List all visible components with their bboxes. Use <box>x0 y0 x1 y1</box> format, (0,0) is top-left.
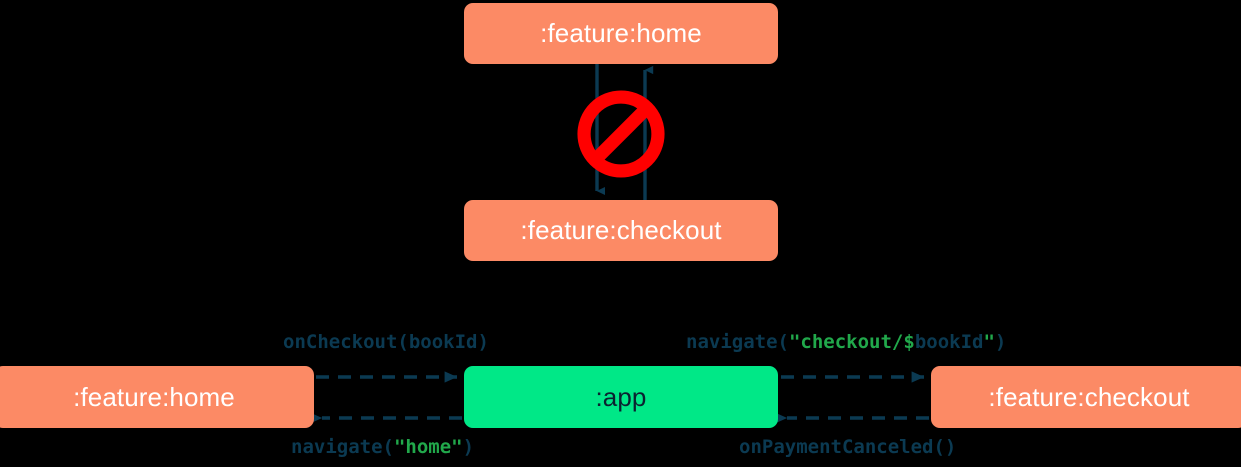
code-token-paren: ) <box>994 331 1007 353</box>
node-bottom-feature-checkout[interactable]: :feature:checkout <box>931 366 1241 428</box>
code-token-paren: ( <box>397 331 409 353</box>
node-top-feature-home[interactable]: :feature:home <box>464 3 778 64</box>
node-label: :feature:checkout <box>988 381 1190 412</box>
no-entry-icon <box>577 90 665 178</box>
code-token-paren: () <box>933 436 957 458</box>
code-token-paren: ) <box>462 436 475 458</box>
node-label: :feature:home <box>540 18 702 48</box>
edge-label-navigate-home: navigate("home") <box>291 436 474 458</box>
code-token-paren: ( <box>777 331 789 353</box>
code-token-plain: onCheckout <box>283 331 398 353</box>
code-token-identifier: bookId <box>914 331 984 353</box>
code-token-string: " <box>983 331 995 353</box>
code-token-plain: navigate <box>291 436 383 458</box>
node-label: :feature:home <box>73 381 235 412</box>
node-label: :feature:checkout <box>520 215 722 245</box>
edge-label-on-checkout: onCheckout(bookId) <box>283 331 489 353</box>
edge-label-on-payment-canceled: onPaymentCanceled() <box>739 436 956 458</box>
node-bottom-feature-home[interactable]: :feature:home <box>0 366 314 428</box>
node-label: :app <box>595 381 647 412</box>
node-top-feature-checkout[interactable]: :feature:checkout <box>464 200 778 261</box>
code-token-plain: onPaymentCanceled <box>739 436 934 458</box>
node-bottom-app[interactable]: :app <box>464 366 778 428</box>
code-token-paren: ) <box>477 331 489 353</box>
code-token-plain: navigate <box>686 331 778 353</box>
code-token-paren: ( <box>382 436 394 458</box>
edge-label-navigate-checkout: navigate("checkout/$bookId") <box>686 331 1006 353</box>
code-token-identifier: bookId <box>408 331 478 353</box>
code-token-string: "checkout/$ <box>788 331 915 353</box>
code-token-string: "home" <box>393 436 463 458</box>
